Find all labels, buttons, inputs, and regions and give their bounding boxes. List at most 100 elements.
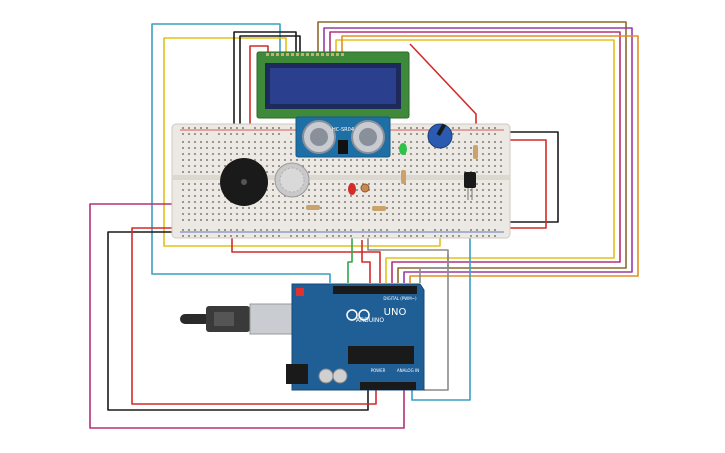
breadboard-hole: [254, 229, 256, 231]
breadboard-hole: [200, 229, 202, 231]
breadboard-hole: [236, 207, 238, 209]
breadboard-hole: [440, 213, 442, 215]
breadboard-hole: [230, 153, 232, 155]
breadboard-hole: [494, 229, 496, 231]
breadboard-hole: [218, 127, 220, 129]
breadboard-hole: [188, 183, 190, 185]
breadboard-hole: [440, 229, 442, 231]
breadboard-hole: [236, 147, 238, 149]
breadboard-hole: [212, 183, 214, 185]
wire-black-rail-right: [488, 131, 559, 223]
breadboard-hole: [278, 153, 280, 155]
breadboard-hole: [368, 219, 370, 221]
breadboard-hole: [488, 127, 490, 129]
breadboard-hole: [236, 235, 238, 237]
breadboard-hole: [410, 171, 412, 173]
breadboard-hole: [314, 165, 316, 167]
breadboard-hole: [302, 165, 304, 167]
wire-magenta-bottom-loop: [89, 203, 405, 429]
breadboard-hole: [296, 219, 298, 221]
breadboard-hole: [458, 201, 460, 203]
breadboard-hole: [284, 207, 286, 209]
breadboard-hole: [284, 201, 286, 203]
breadboard-hole: [404, 207, 406, 209]
breadboard-hole: [494, 165, 496, 167]
breadboard-hole: [212, 219, 214, 221]
breadboard-hole: [410, 127, 412, 129]
breadboard-hole: [194, 159, 196, 161]
breadboard-hole: [182, 133, 184, 135]
breadboard-hole: [404, 235, 406, 237]
breadboard-hole: [446, 207, 448, 209]
breadboard-hole: [494, 213, 496, 215]
breadboard-hole: [476, 195, 478, 197]
breadboard-hole: [476, 159, 478, 161]
breadboard-hole: [284, 153, 286, 155]
breadboard-hole: [404, 229, 406, 231]
breadboard-hole: [464, 201, 466, 203]
breadboard-hole: [218, 207, 220, 209]
breadboard-hole: [470, 195, 472, 197]
breadboard-hole: [392, 153, 394, 155]
breadboard-hole: [458, 195, 460, 197]
breadboard-hole: [218, 235, 220, 237]
breadboard-hole: [218, 133, 220, 135]
breadboard-hole: [482, 171, 484, 173]
breadboard-hole: [470, 213, 472, 215]
breadboard-hole: [194, 207, 196, 209]
breadboard-hole: [356, 213, 358, 215]
breadboard-hole: [296, 207, 298, 209]
breadboard-hole: [290, 219, 292, 221]
ultrasonic-model-label: HC-SR04: [332, 127, 354, 133]
breadboard-hole: [398, 153, 400, 155]
breadboard-hole: [188, 219, 190, 221]
lcd-pin: [321, 53, 324, 56]
breadboard-hole: [254, 235, 256, 237]
breadboard-hole: [182, 153, 184, 155]
breadboard-hole: [494, 141, 496, 143]
breadboard-hole: [470, 165, 472, 167]
breadboard-hole: [254, 153, 256, 155]
breadboard-hole: [182, 213, 184, 215]
breadboard-hole: [458, 159, 460, 161]
breadboard-hole: [458, 207, 460, 209]
breadboard-hole: [266, 235, 268, 237]
breadboard-hole: [224, 213, 226, 215]
breadboard-hole: [422, 159, 424, 161]
breadboard-hole: [326, 235, 328, 237]
breadboard-hole: [374, 165, 376, 167]
breadboard-hole: [422, 213, 424, 215]
breadboard-hole: [188, 127, 190, 129]
breadboard-hole: [476, 165, 478, 167]
wire-magenta-right-3: [329, 31, 621, 283]
breadboard-hole: [440, 165, 442, 167]
breadboard-hole: [266, 229, 268, 231]
breadboard-hole: [386, 235, 388, 237]
breadboard-hole: [224, 229, 226, 231]
breadboard-hole: [458, 183, 460, 185]
breadboard-hole: [482, 235, 484, 237]
breadboard-hole: [266, 153, 268, 155]
breadboard-hole: [500, 195, 502, 197]
breadboard-hole: [242, 133, 244, 135]
breadboard-hole: [482, 153, 484, 155]
breadboard-hole: [374, 213, 376, 215]
breadboard-hole: [488, 207, 490, 209]
breadboard-hole: [332, 229, 334, 231]
breadboard-hole: [188, 153, 190, 155]
breadboard-hole: [410, 235, 412, 237]
breadboard-hole: [488, 189, 490, 191]
breadboard-hole: [212, 165, 214, 167]
breadboard-hole: [218, 213, 220, 215]
breadboard-hole: [398, 207, 400, 209]
breadboard-hole: [194, 201, 196, 203]
breadboard-hole: [416, 171, 418, 173]
breadboard-hole: [290, 213, 292, 215]
ultrasonic-sensor: HC-SR04: [295, 116, 391, 158]
breadboard-hole: [410, 141, 412, 143]
breadboard-hole: [446, 165, 448, 167]
breadboard-hole: [500, 219, 502, 221]
breadboard-hole: [212, 147, 214, 149]
breadboard-hole: [482, 201, 484, 203]
green-led: [399, 143, 407, 155]
